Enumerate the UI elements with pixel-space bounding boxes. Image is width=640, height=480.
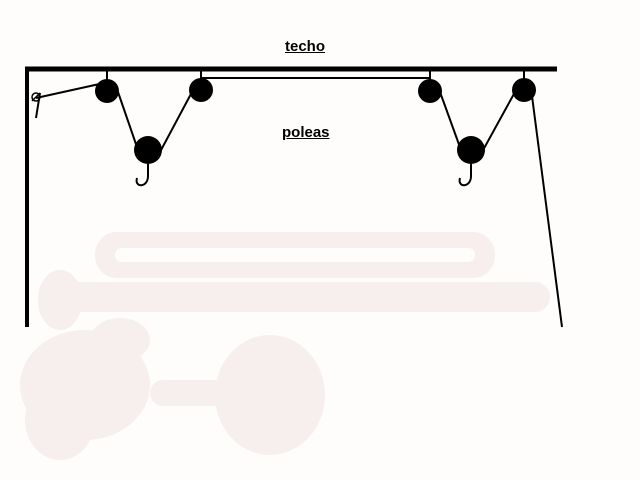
hook-icon (135, 164, 149, 187)
rope-right-up (481, 91, 516, 153)
anchor-cleat-icon (31, 82, 105, 119)
rope-right-down (439, 91, 462, 151)
pulley-icon (134, 136, 162, 164)
rope-left-down (117, 91, 139, 151)
hook-icon (458, 164, 472, 187)
pulley-icon (512, 78, 536, 102)
pulley-icon (189, 78, 213, 102)
rope-right-descent (531, 95, 563, 328)
rope-left-up (159, 91, 193, 153)
pulley-icon (418, 79, 442, 103)
ceiling-label: techo (285, 38, 326, 55)
pulleys-label: poleas (282, 124, 330, 141)
ghost-shadow (20, 232, 550, 460)
pulley-icon (95, 79, 119, 103)
pulley-icon (457, 136, 485, 164)
